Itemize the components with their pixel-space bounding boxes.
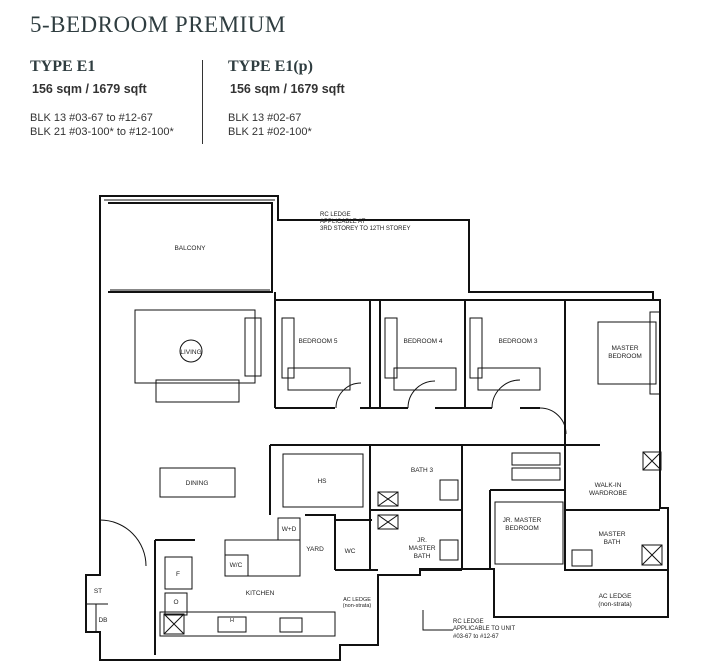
label-hob: H xyxy=(230,618,234,624)
type-area: 156 sqm / 1679 sqft xyxy=(230,82,345,96)
label-washer-dryer: W+D xyxy=(282,526,297,533)
walls xyxy=(85,195,669,661)
label-jr-master-bath: MASTER xyxy=(408,545,435,552)
note-rc-ledge-bottom: APPLICABLE TO UNIT xyxy=(453,626,515,632)
label-yard: YARD xyxy=(306,546,324,553)
label-jr-master-bedroom: JR. MASTER xyxy=(503,517,542,524)
label-wc-counter: W/C xyxy=(230,562,243,569)
living-table xyxy=(179,339,203,363)
note-rc-ledge-bottom: RC LEDGE xyxy=(453,619,484,625)
note-rc-ledge-top: APPLICABLE AT xyxy=(320,219,366,225)
label-oven: O xyxy=(173,599,178,606)
type-e1-info: TYPE E1 156 sqm / 1679 sqft BLK 13 #03-6… xyxy=(30,58,174,139)
label-ac-ledge: (non-strata) xyxy=(598,601,632,608)
label-kitchen: KITCHEN xyxy=(246,590,275,597)
label-master-bath: BATH xyxy=(604,539,621,546)
page-title: 5-BEDROOM PREMIUM xyxy=(30,12,286,37)
label-fridge: F xyxy=(176,571,180,578)
unit-range: BLK 13 #03-67 to #12-67 xyxy=(30,112,153,124)
label-ac-ledge-small: AC LEDGE xyxy=(343,597,371,603)
label-living: LIVING xyxy=(180,349,201,356)
label-ac-ledge-small: (non-strata) xyxy=(343,603,372,609)
label-wc: WC xyxy=(345,548,356,555)
label-balcony: BALCONY xyxy=(174,245,206,252)
label-walk-in-wardrobe: WALK-IN xyxy=(595,482,622,489)
dining-table xyxy=(159,467,236,498)
label-walk-in-wardrobe: WARDROBE xyxy=(589,490,628,497)
type-area: 156 sqm / 1679 sqft xyxy=(32,82,147,96)
furniture xyxy=(99,309,663,637)
note-rc-ledge-top: 3RD STOREY TO 12TH STOREY xyxy=(320,226,410,232)
label-master-bedroom: BEDROOM xyxy=(608,353,642,360)
label-dining: DINING xyxy=(186,480,209,487)
label-master-bedroom: MASTER xyxy=(611,345,638,352)
label-hs: HS xyxy=(317,478,327,485)
label-bedroom-4: BEDROOM 4 xyxy=(403,338,442,345)
column-divider xyxy=(202,60,203,144)
unit-range: BLK 21 #03-100* to #12-100* xyxy=(30,126,174,138)
label-bedroom-3: BEDROOM 3 xyxy=(498,338,537,345)
note-rc-ledge-top: RC LEDGE xyxy=(320,212,351,218)
label-jr-master-bedroom: BEDROOM xyxy=(505,525,539,532)
unit-range: BLK 13 #02-67 xyxy=(228,112,302,124)
label-bedroom-5: BEDROOM 5 xyxy=(298,338,337,345)
type-name: TYPE E1(p) xyxy=(228,58,313,75)
label-jr-master-bath: BATH xyxy=(414,553,431,560)
label-master-bath: MASTER xyxy=(598,531,625,538)
label-db: DB xyxy=(98,617,107,624)
unit-range: BLK 21 #02-100* xyxy=(228,126,312,138)
rc-ledge-notes: RC LEDGE APPLICABLE AT 3RD STOREY TO 12T… xyxy=(282,212,515,640)
room-labels: BALCONY LIVING DINING BEDROOM 5 BEDROOM … xyxy=(94,245,642,624)
note-rc-ledge-bottom: #03-67 to #12-67 xyxy=(453,634,499,640)
label-bath-3: BATH 3 xyxy=(411,467,434,474)
label-jr-master-bath: JR. xyxy=(417,537,427,544)
type-e1p-info: TYPE E1(p) 156 sqm / 1679 sqft BLK 13 #0… xyxy=(228,58,345,139)
label-ac-ledge: AC LEDGE xyxy=(599,593,633,600)
label-st: ST xyxy=(94,588,102,595)
type-name: TYPE E1 xyxy=(30,58,96,75)
